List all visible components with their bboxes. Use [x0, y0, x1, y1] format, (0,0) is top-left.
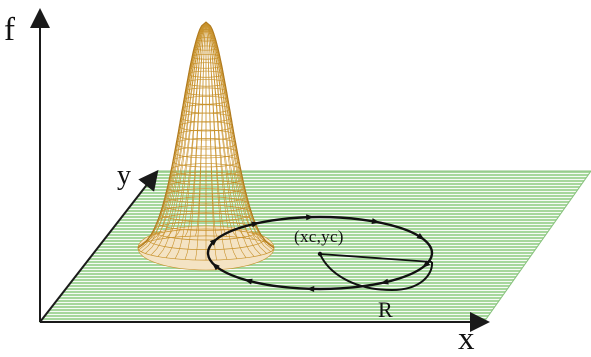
- surface-silhouette: [205, 21, 275, 249]
- f-axis-label: f: [4, 12, 15, 48]
- y-axis-label: y: [117, 160, 131, 191]
- direction-arrow: [209, 238, 218, 246]
- surface-meridian: [205, 21, 238, 238]
- surface-meridian: [141, 21, 207, 252]
- surface-meridian: [205, 21, 238, 259]
- direction-arrow: [211, 262, 220, 271]
- y-axis-line: [39, 169, 159, 323]
- surface-meridian: [205, 21, 267, 254]
- surface-meridian: [205, 21, 228, 237]
- surface-meridian: [205, 21, 271, 252]
- surface-meridian: [165, 21, 207, 239]
- surface-meridian: [174, 21, 207, 259]
- surface-meridian: [184, 21, 207, 260]
- surface-meridian: [205, 21, 255, 257]
- direction-arrow: [251, 221, 260, 228]
- direction-arrow: [422, 260, 431, 268]
- surface-meridian: [195, 21, 207, 237]
- radius-line: [319, 253, 433, 263]
- surface-meridian: [205, 21, 247, 258]
- center-label: (xc,yc): [294, 227, 344, 246]
- surface-meridian: [174, 21, 207, 238]
- surface-meridian: [205, 21, 255, 240]
- surface-meridian: [184, 21, 207, 237]
- trajectory-circle: [206, 215, 434, 291]
- surface-meridian: [157, 21, 207, 240]
- trajectory-arrows: [209, 214, 431, 293]
- surface-meridian: [205, 21, 267, 243]
- surface-meridian: [150, 21, 207, 256]
- surface-meridian: [157, 21, 207, 257]
- direction-arrow: [306, 286, 315, 293]
- radius-label: R: [378, 297, 393, 322]
- surface-meridian: [145, 21, 207, 243]
- surface-meridian: [165, 21, 207, 258]
- radius-lobe: [319, 253, 434, 292]
- surface-meridian: [205, 21, 247, 239]
- direction-arrow: [306, 214, 315, 221]
- surface-meridian: [205, 21, 217, 237]
- surface-meridian: [205, 21, 262, 256]
- surface-meridian: [205, 21, 262, 242]
- direction-arrow: [380, 278, 389, 285]
- surface-silhouette: [137, 21, 207, 249]
- surface-meridian: [145, 21, 207, 254]
- ground-plane: [38, 170, 591, 323]
- x-axis-label: x: [458, 321, 475, 357]
- gaussian-surface: [137, 21, 275, 271]
- surface-meridian: [150, 21, 207, 242]
- center-point: [317, 251, 323, 257]
- surface-meridian: [205, 21, 228, 260]
- direction-arrow: [244, 278, 253, 285]
- direction-arrow: [416, 233, 425, 241]
- direction-arrow: [371, 218, 380, 225]
